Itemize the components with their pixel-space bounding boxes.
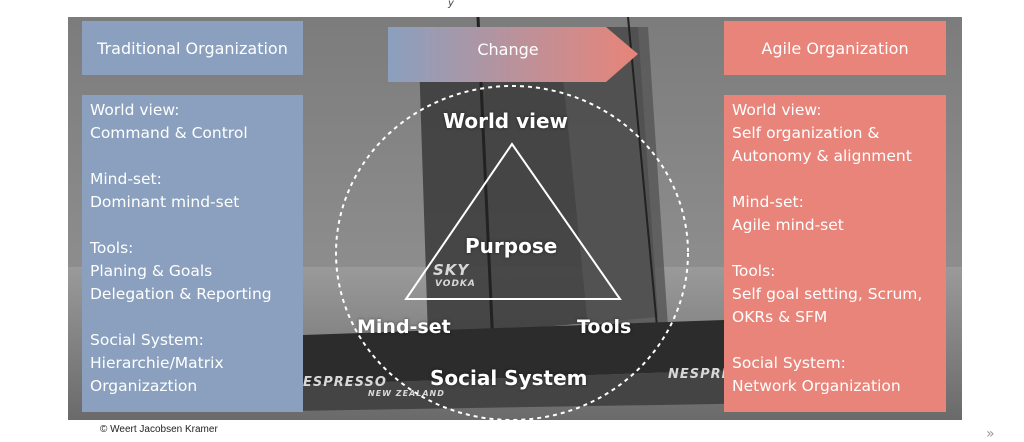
section-line: Planing & Goals [90, 262, 213, 280]
agile-mind-set: Mind-set: Agile mind-set [732, 191, 938, 237]
section-label: Social System: [90, 331, 204, 349]
sailboat-illustration [228, 17, 838, 412]
agile-tools: Tools: Self goal setting, Scrum, OKRs & … [732, 260, 938, 329]
espresso-logo-left: ESPRESSO [303, 375, 387, 390]
header-fragment: y [448, 0, 454, 9]
section-label: Mind-set: [90, 170, 162, 188]
section-line: Command & Control [90, 124, 248, 142]
tools-label: Tools [577, 316, 632, 338]
traditional-title: Traditional Organization [82, 21, 303, 75]
section-label: World view: [90, 101, 180, 119]
change-label: Change [477, 40, 539, 59]
new-zealand-logo: NEW ZEALAND [368, 389, 445, 398]
world-view-label: World view [443, 109, 569, 133]
trad-world-view: World view: Command & Control [90, 99, 295, 145]
section-line: Autonomy & alignment [732, 147, 912, 165]
traditional-details: World view: Command & Control Mind-set: … [82, 95, 303, 412]
agile-world-view: World view: Self organization & Autonomy… [732, 99, 938, 168]
section-label: World view: [732, 101, 822, 119]
section-label: Tools: [90, 239, 134, 257]
agile-title: Agile Organization [724, 21, 946, 75]
vodka-logo: VODKA [435, 279, 476, 289]
social-system-label: Social System [430, 366, 588, 390]
section-line: Self organization & [732, 124, 880, 142]
section-label: Tools: [732, 262, 776, 280]
section-label: Social System: [732, 354, 846, 372]
dashed-circle [335, 85, 689, 421]
section-line: Self goal setting, Scrum, [732, 285, 923, 303]
section-line: Network Organization [732, 377, 901, 395]
section-line: Agile mind-set [732, 216, 844, 234]
section-line: Delegation & Reporting [90, 285, 272, 303]
purpose-label: Purpose [465, 234, 558, 258]
chevron-right-icon: » [986, 426, 995, 442]
section-line: Hierarchie/Matrix [90, 354, 224, 372]
agile-details: World view: Self organization & Autonomy… [724, 95, 946, 412]
agile-social-system: Social System: Network Organization [732, 352, 938, 398]
copyright: © Weert Jacobsen Kramer [100, 424, 218, 435]
section-line: Dominant mind-set [90, 193, 240, 211]
mind-set-label: Mind-set [357, 316, 451, 338]
section-line: Organizaztion [90, 377, 198, 395]
trad-social-system: Social System: Hierarchie/Matrix Organiz… [90, 329, 295, 398]
section-line: OKRs & SFM [732, 308, 828, 326]
purpose-triangle [404, 142, 622, 300]
sky-logo: SKY [433, 261, 470, 279]
trad-tools: Tools: Planing & Goals Delegation & Repo… [90, 237, 295, 306]
change-arrow [388, 27, 638, 82]
trad-mind-set: Mind-set: Dominant mind-set [90, 168, 295, 214]
section-label: Mind-set: [732, 193, 804, 211]
